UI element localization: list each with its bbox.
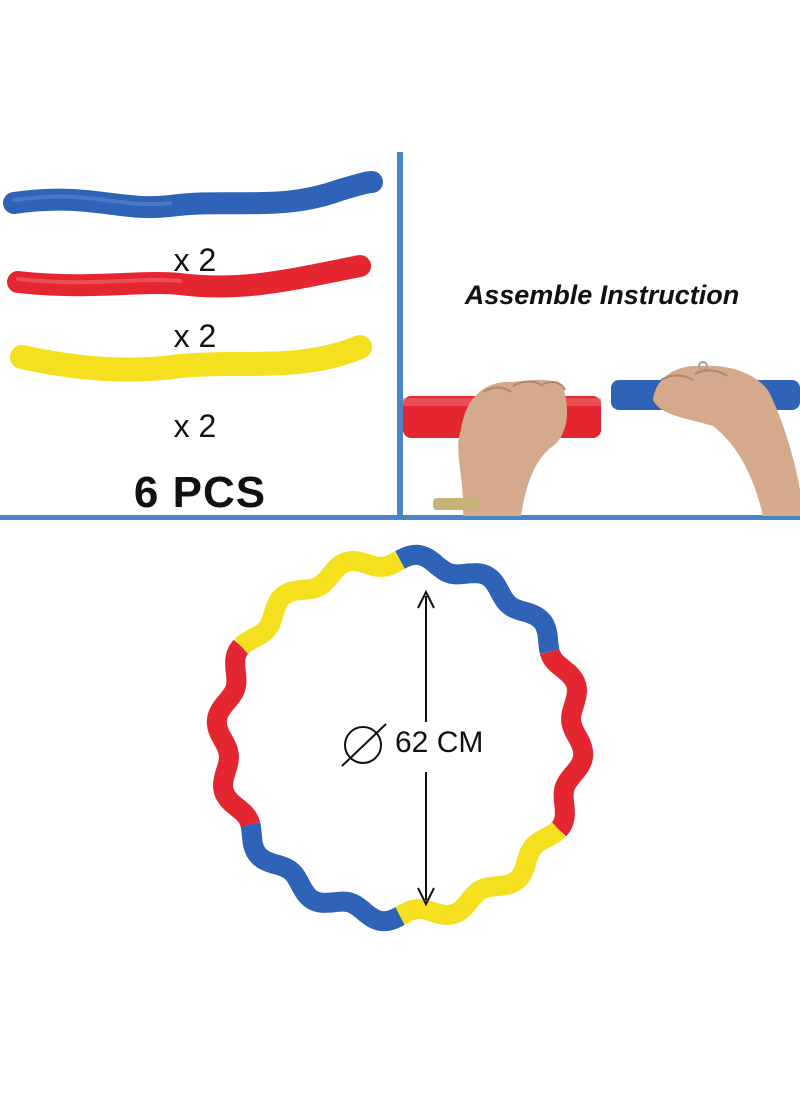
hoop-segment-2 (540, 648, 594, 837)
diameter-label: 62 CM (395, 726, 484, 759)
diameter-symbol-icon (341, 723, 387, 767)
hoop-segment-6 (234, 550, 405, 654)
yellow-quantity: x 2 (173, 408, 217, 444)
red-quantity: x 2 (173, 318, 217, 354)
vertical-divider (397, 152, 403, 518)
hoop-segment-4 (240, 821, 405, 932)
hoop-segment-3 (395, 822, 566, 926)
blue-tube-piece (3, 171, 383, 219)
total-pieces-label: 6 PCS (133, 468, 267, 517)
horizontal-divider (0, 515, 800, 520)
assembly-hands-illustration (403, 361, 800, 516)
yellow-tube-piece (10, 335, 372, 382)
blue-quantity: x 2 (173, 242, 217, 278)
hoop-segment-5 (206, 639, 260, 828)
hula-hoop-assembled (206, 544, 594, 932)
red-tube-piece (7, 255, 371, 298)
hoop-segment-1 (395, 544, 560, 655)
assemble-instruction-title: Assemble Instruction (464, 280, 740, 310)
